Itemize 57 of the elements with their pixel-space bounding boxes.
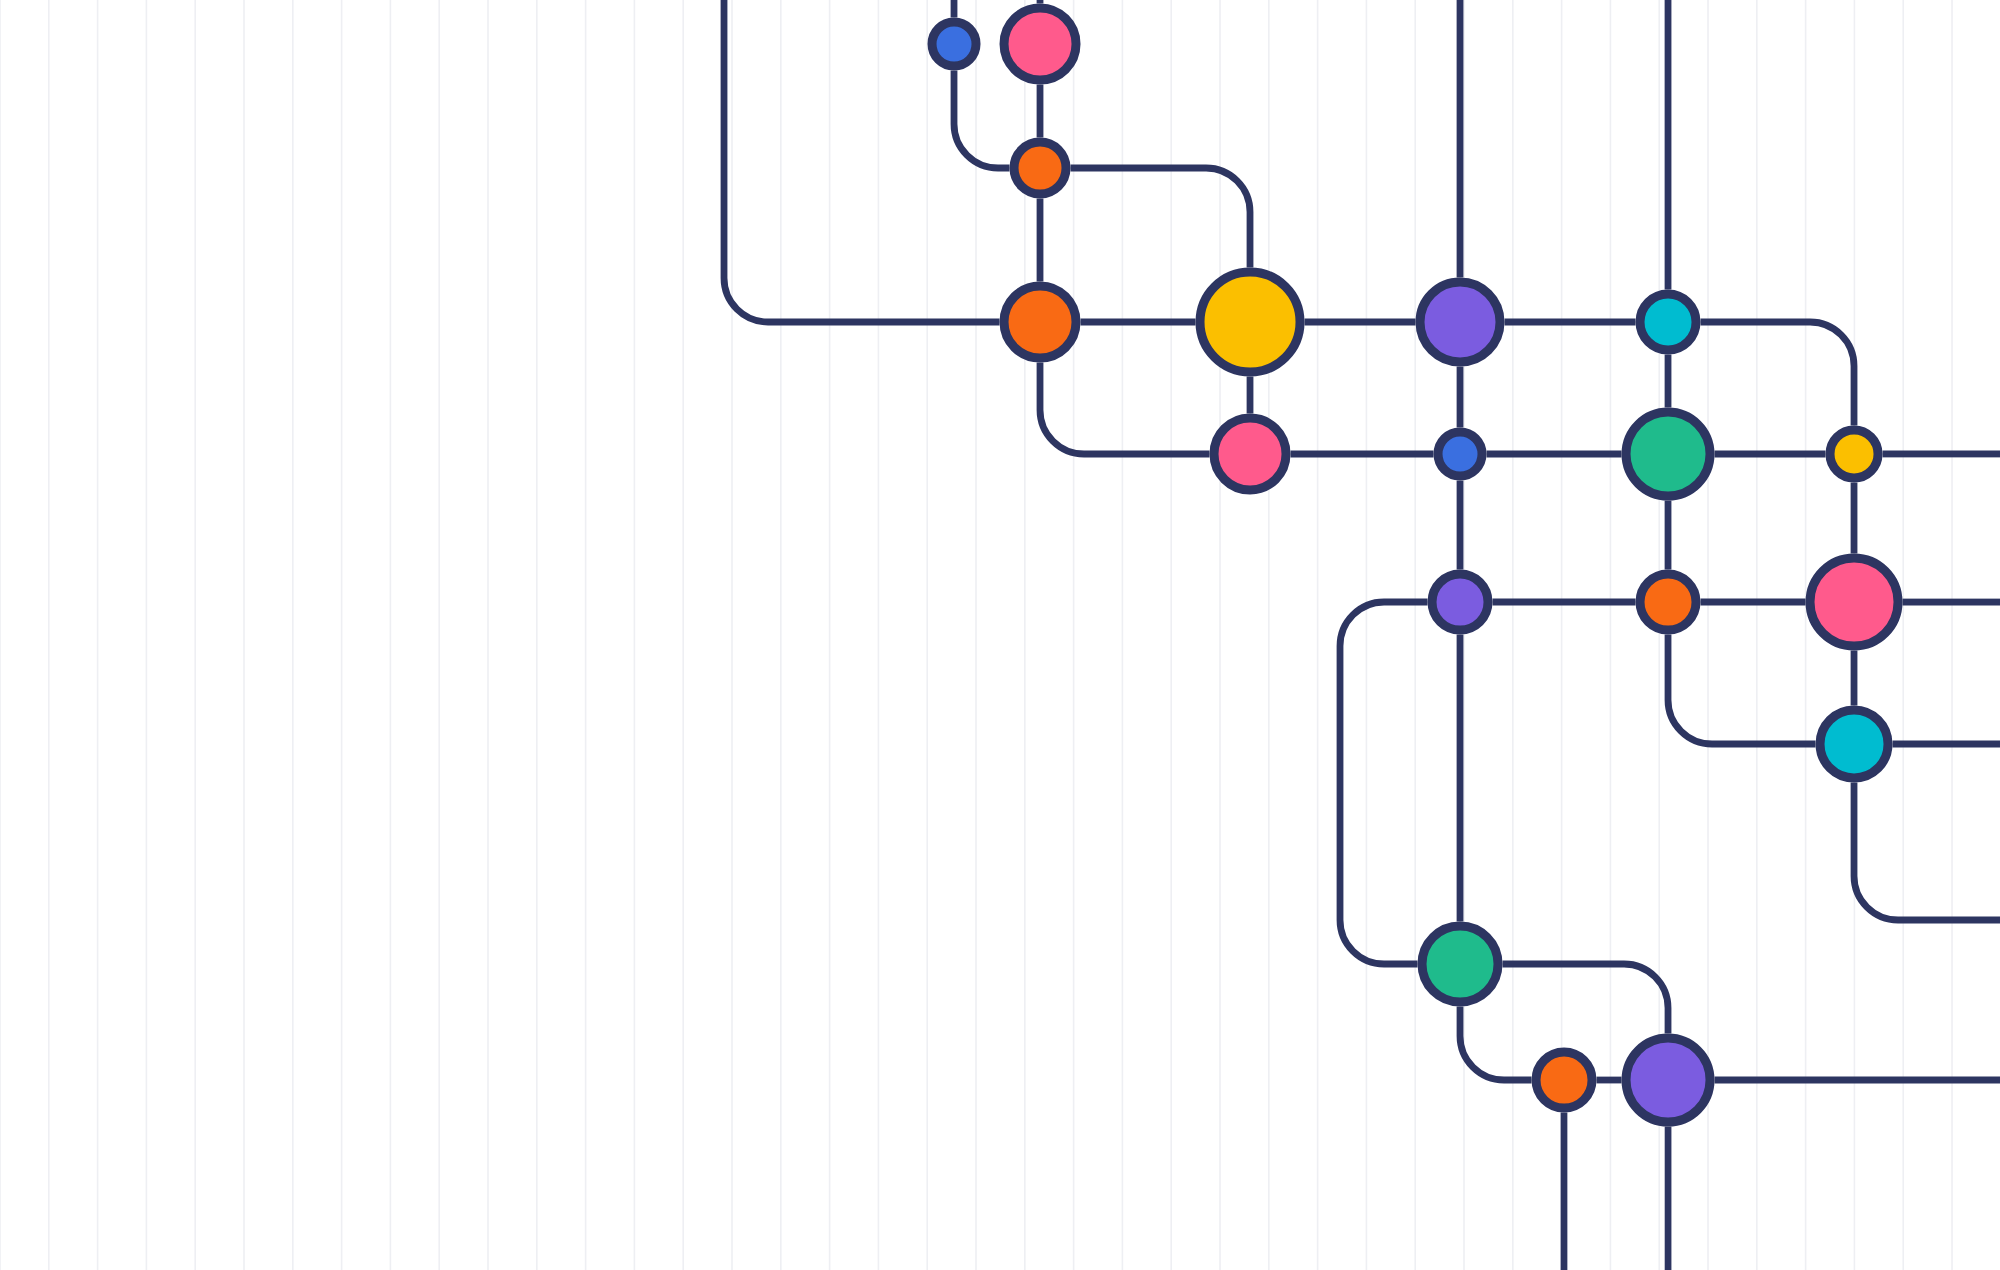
connector-line — [1036, 362, 1210, 458]
connector-line — [1246, 376, 1254, 414]
connector-line — [1700, 598, 1806, 606]
connector-line — [1036, 198, 1044, 282]
connector-line — [1456, 634, 1464, 922]
connector-line — [1456, 0, 1464, 278]
connector-line — [1850, 782, 2000, 924]
station-circle — [1427, 569, 1493, 635]
connector-line — [1850, 650, 1858, 706]
connector-line — [1664, 0, 1672, 290]
connector-line — [1492, 598, 1636, 606]
connector-line — [1892, 740, 2000, 748]
station-circle — [1009, 137, 1071, 199]
station-circle — [1825, 425, 1883, 483]
connector-line — [1290, 450, 1434, 458]
connector-line — [1070, 164, 1254, 268]
station-circle — [1417, 921, 1503, 1007]
station-circle — [1805, 553, 1903, 651]
station-circle — [1531, 1047, 1597, 1113]
connector-line — [1664, 500, 1672, 570]
station-circle — [1433, 427, 1487, 481]
station-circle — [1621, 1033, 1715, 1127]
connector-line — [950, 0, 958, 18]
connector-line — [1700, 318, 1858, 426]
connector-line — [1336, 598, 1428, 968]
connector-line — [1902, 598, 2000, 606]
station-circle — [999, 281, 1081, 363]
station-circle — [1635, 289, 1701, 355]
connector-line — [1560, 1112, 1568, 1270]
connector-line — [1036, 0, 1044, 4]
station-circle — [1209, 413, 1291, 495]
station-circle — [1415, 277, 1505, 367]
connector-line — [1486, 450, 1622, 458]
connector-line — [1664, 354, 1672, 408]
connector-line — [1882, 450, 2000, 458]
connector-line — [1080, 318, 1196, 326]
connector-line — [1714, 450, 1826, 458]
connector-line — [720, 0, 1000, 326]
station-circle — [1815, 705, 1893, 783]
connector-line — [1036, 84, 1044, 138]
connector-line — [1504, 318, 1636, 326]
station-circle — [927, 17, 981, 71]
station-circle — [1621, 407, 1715, 501]
connector-line — [1456, 480, 1464, 570]
connector-line — [1596, 1076, 1622, 1084]
connector-line — [950, 70, 1010, 172]
station-circle — [1195, 267, 1305, 377]
connector-line — [1714, 1076, 2000, 1084]
connector-line — [1456, 1006, 1532, 1084]
connector-line — [1456, 366, 1464, 428]
connector-line — [1850, 482, 1858, 554]
connector-line — [1502, 960, 1672, 1034]
connector-line — [1304, 318, 1416, 326]
connector-line — [1664, 634, 1816, 748]
connector-line — [1664, 1126, 1672, 1270]
station-circle — [1635, 569, 1701, 635]
station-circle — [999, 3, 1081, 85]
